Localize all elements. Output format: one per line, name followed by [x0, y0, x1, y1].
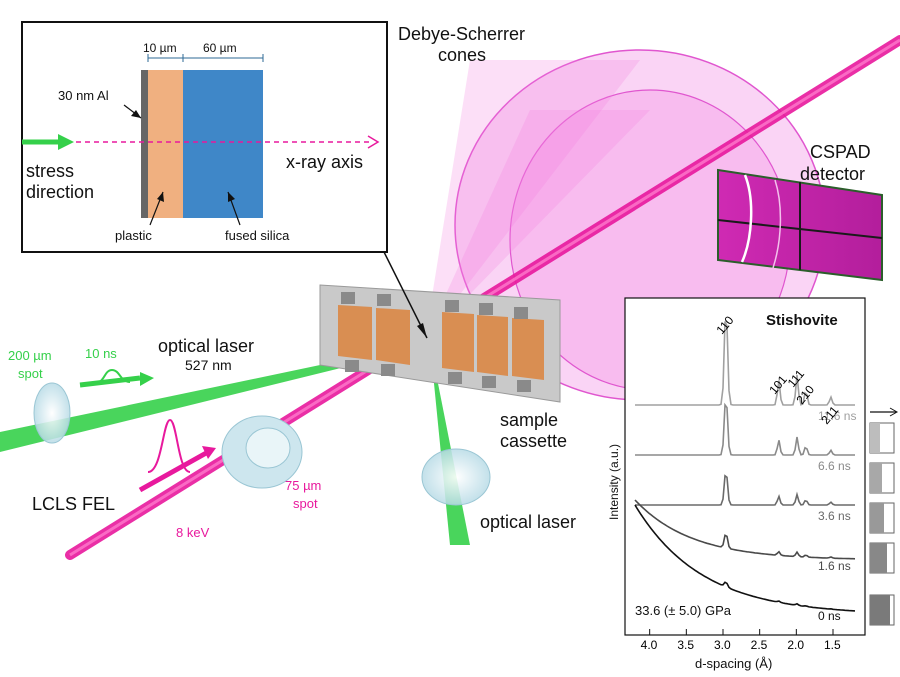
chart-ylabel: Intensity (a.u.) [607, 444, 621, 520]
x-tick-label: 4.0 [641, 638, 658, 652]
cassette-label-line1: sample [500, 410, 558, 430]
optical-laser-label-2: optical laser [480, 512, 576, 532]
focus-lens-right [421, 448, 491, 506]
pulse-arrows [79, 368, 216, 493]
x-tick-label: 1.5 [824, 638, 841, 652]
xray-axis-label: x-ray axis [286, 152, 363, 172]
xrd-chart: Stishovite Intensity (a.u.) d-spacing (Å… [607, 297, 866, 671]
debye-label-line2: cones [438, 45, 486, 65]
xray-focusing-optic [221, 415, 303, 489]
wavelength-label: 527 nm [185, 357, 232, 373]
chart-xlabel: d-spacing (Å) [695, 656, 772, 671]
spot75-label-line1: 75 µm [285, 478, 321, 493]
pulse-10ns-label: 10 ns [85, 346, 117, 361]
chart-annotation: 33.6 (± 5.0) GPa [635, 603, 732, 618]
silica-label: fused silica [225, 228, 290, 243]
focus-lens-left [33, 382, 71, 444]
series-line [634, 499, 856, 560]
side-cartoons [869, 407, 899, 626]
plastic-dimension-label: 10 µm [143, 41, 177, 55]
series-label: 0 ns [818, 609, 841, 623]
cassette-label-line2: cassette [500, 431, 567, 451]
aluminum-layer [141, 70, 148, 218]
aluminum-label: 30 nm Al [58, 88, 109, 103]
x-tick-label: 3.0 [714, 638, 731, 652]
series-line [635, 321, 855, 406]
silica-layer [183, 70, 263, 218]
spot200-label-line1: 200 µm [8, 348, 52, 363]
cspad-label-line2: detector [800, 164, 865, 184]
optical-laser-label: optical laser [158, 336, 254, 356]
cspad-label-line1: CSPAD [810, 142, 871, 162]
debye-label-line1: Debye-Scherrer [398, 24, 525, 44]
series-label: 6.6 ns [818, 459, 851, 473]
stress-label-line2: direction [26, 182, 94, 202]
chart-title: Stishovite [766, 312, 838, 329]
spot75-label-line2: spot [293, 496, 318, 511]
series-label: 11.6 ns [818, 409, 856, 423]
x-tick-label: 2.0 [787, 638, 804, 652]
series-line [634, 504, 856, 612]
x-tick-label: 3.5 [677, 638, 694, 652]
series-label: 3.6 ns [818, 509, 851, 523]
series-label: 1.6 ns [818, 559, 851, 573]
plastic-layer [148, 70, 183, 218]
spot200-label-line2: spot [18, 366, 43, 381]
energy-label: 8 keV [176, 525, 210, 540]
series-line [635, 402, 855, 456]
stress-label-line1: stress [26, 161, 74, 181]
inset-panel: 10 µm 60 µm 30 nm Al stress direction x-… [21, 21, 428, 339]
lcls-label: LCLS FEL [32, 494, 115, 514]
series-line [635, 474, 855, 506]
sample-cassette [319, 284, 561, 403]
plastic-label: plastic [115, 228, 152, 243]
silica-dimension-label: 60 µm [203, 41, 237, 55]
x-tick-label: 2.5 [751, 638, 768, 652]
cspad-detector [717, 168, 883, 282]
